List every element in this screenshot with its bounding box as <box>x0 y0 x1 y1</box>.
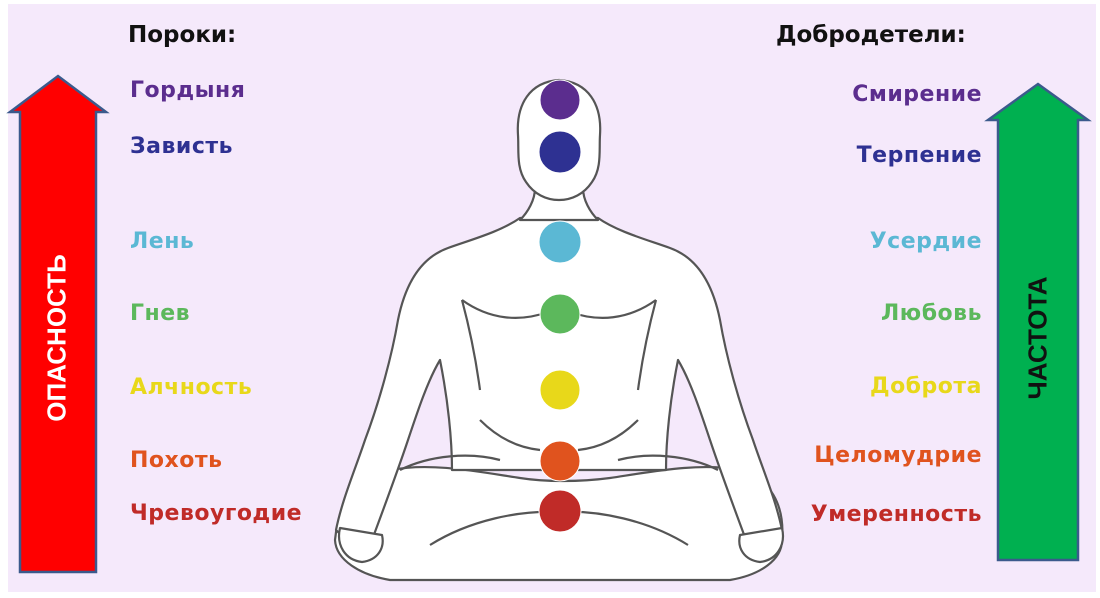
frequency-arrow-label: ЧАСТОТА <box>1022 276 1053 400</box>
chakra-circle <box>539 79 581 121</box>
chakra-circle <box>539 440 581 482</box>
body-right-hand <box>738 526 784 564</box>
vices-heading: Пороки: <box>128 22 237 48</box>
chakra-circle <box>538 130 582 174</box>
chakra-circle <box>538 489 582 533</box>
danger-arrow-label: ОПАСНОСТЬ <box>41 254 72 422</box>
chakra-circle <box>539 293 581 335</box>
danger-arrow <box>6 74 110 574</box>
chakra-circle <box>539 369 581 411</box>
body-left-hand <box>338 526 384 564</box>
chakra-circles <box>538 79 582 533</box>
frequency-arrow <box>984 82 1092 562</box>
body-chest-lines <box>399 299 719 546</box>
virtues-heading: Добродетели: <box>776 22 966 48</box>
chakra-circle <box>538 220 582 264</box>
